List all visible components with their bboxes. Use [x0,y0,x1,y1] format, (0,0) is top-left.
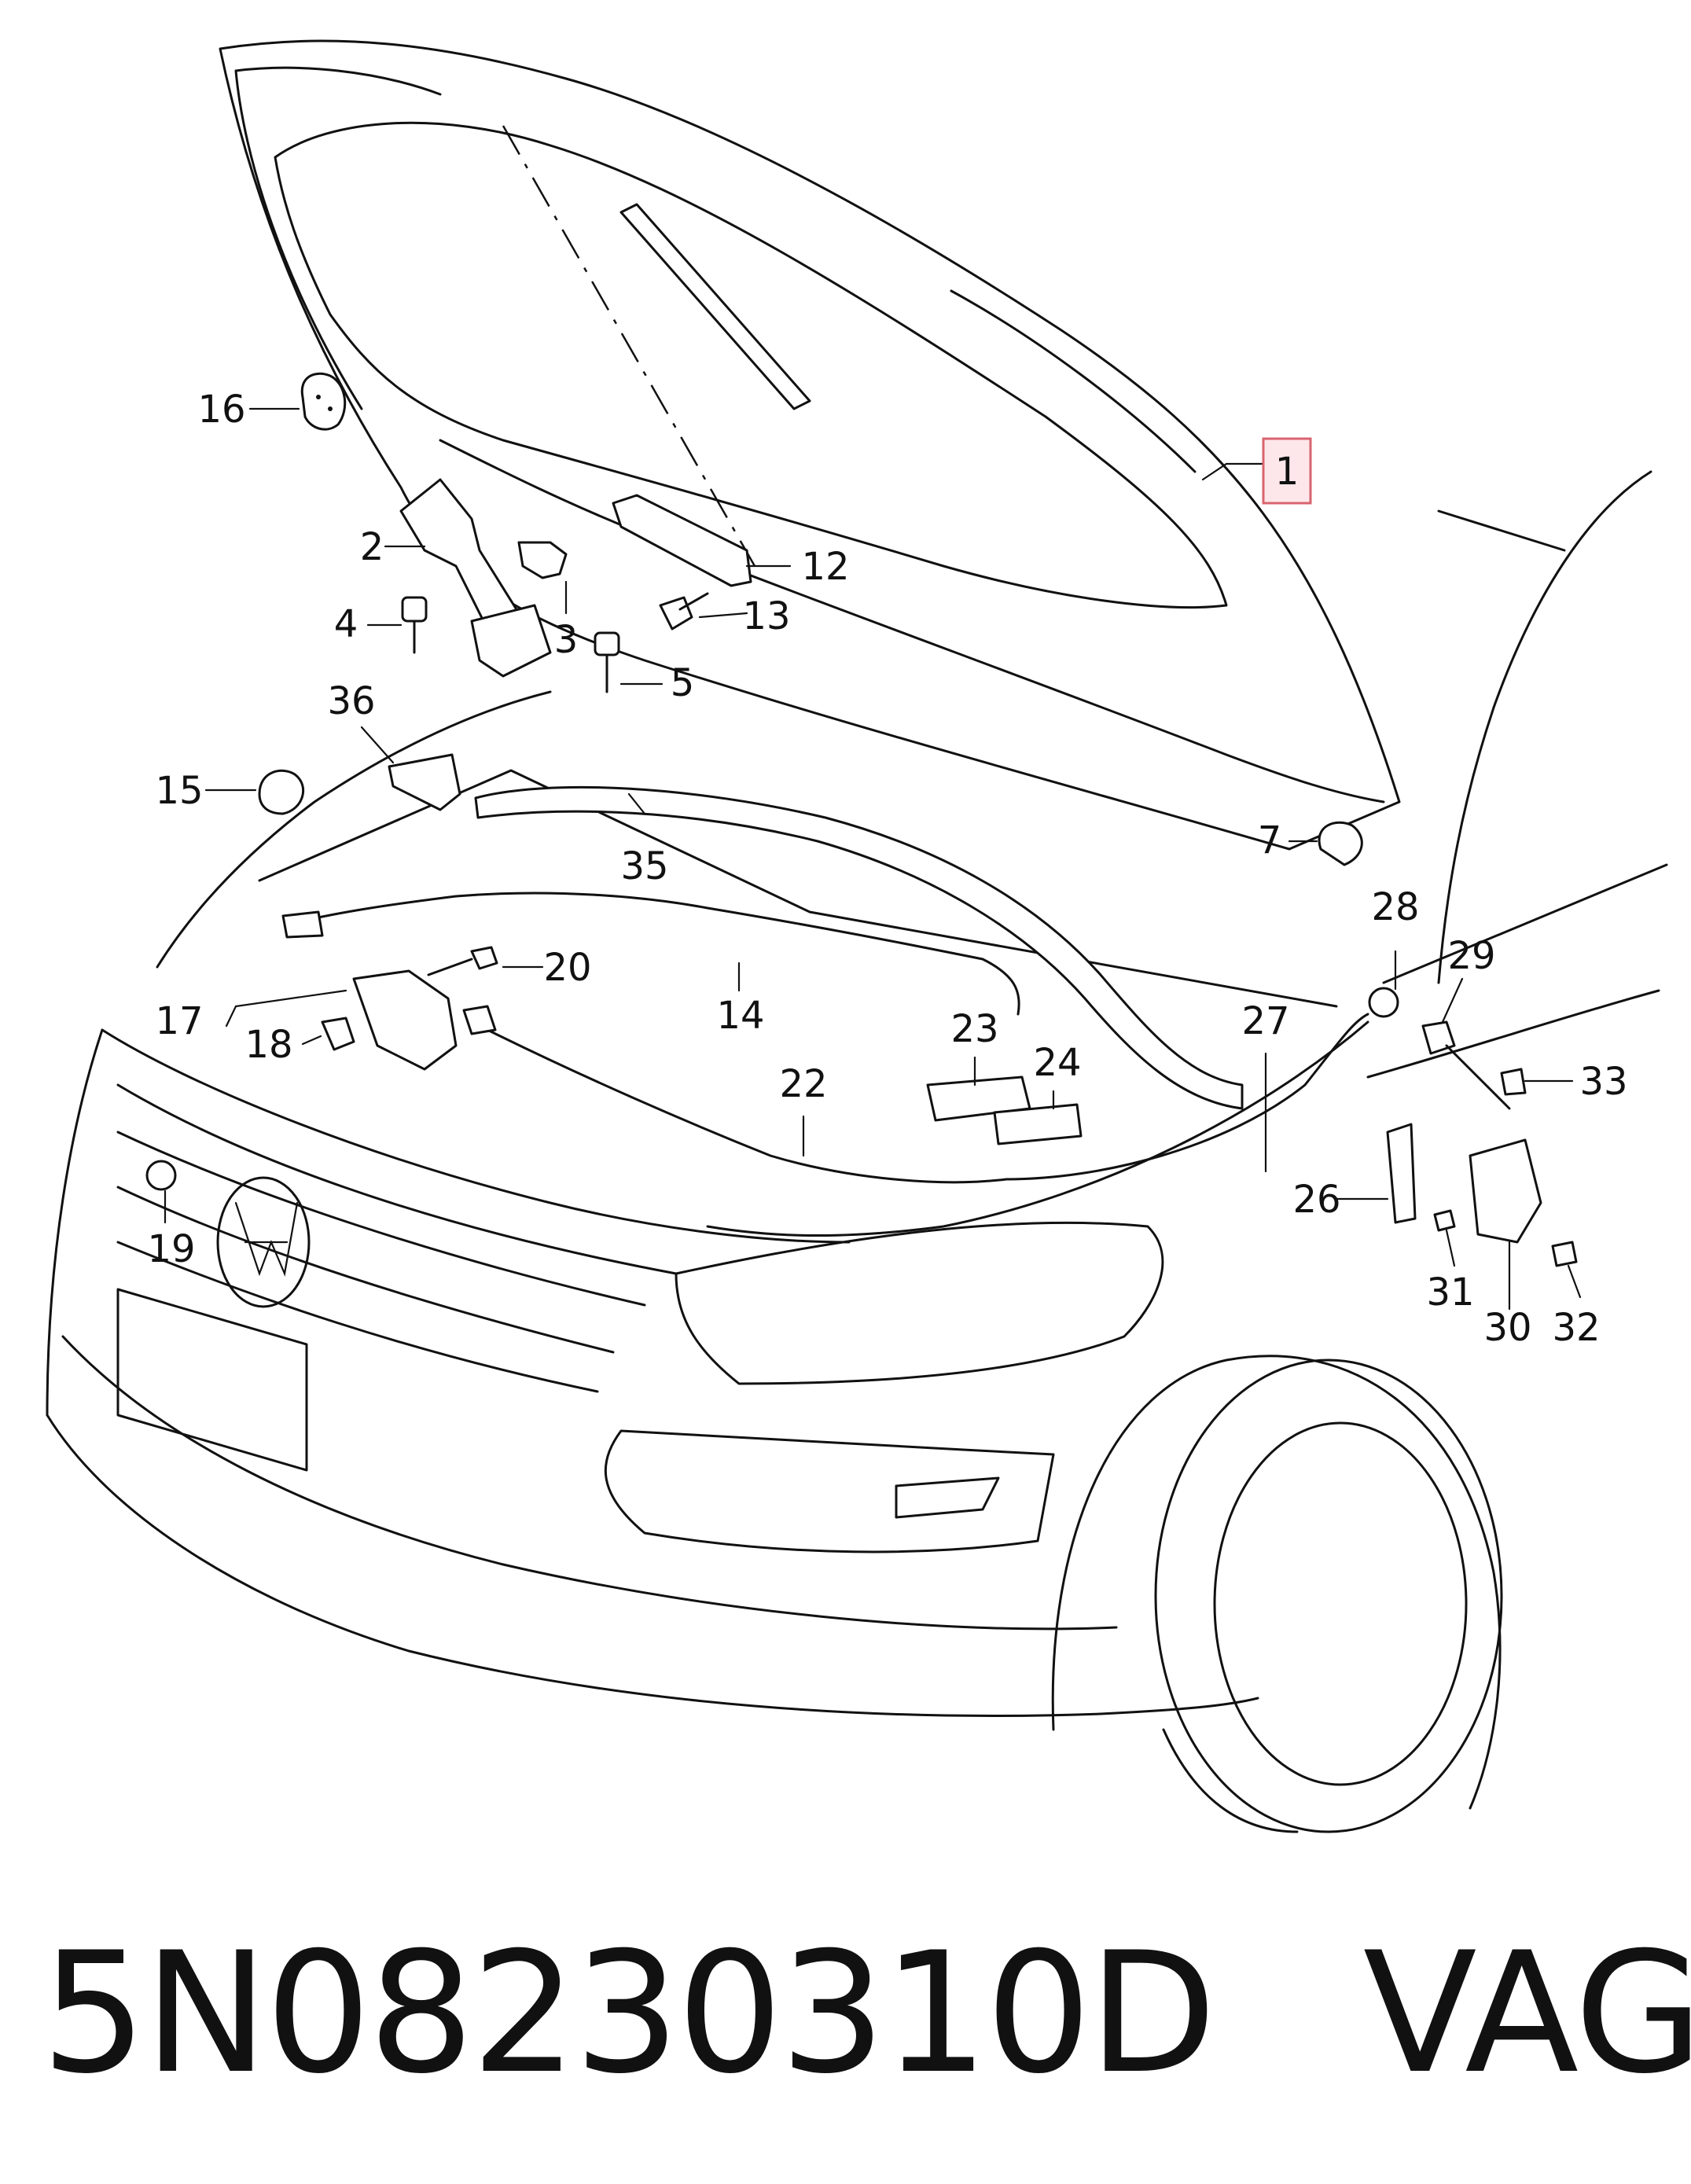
bolt-20 [470,946,498,970]
callout-32[interactable]: 32 [1552,1306,1600,1350]
wheel-arch [1051,1355,1502,1810]
grommet-28 [1368,987,1399,1018]
callout-17[interactable]: 17 [155,999,203,1043]
part-caption: 5N08230310D VAG [41,1915,1691,2110]
callout-1[interactable]: 1 [1275,450,1299,494]
callout-30[interactable]: 30 [1483,1306,1531,1350]
callout-7[interactable]: 7 [1258,818,1282,862]
leader-lines [164,407,1582,1311]
bump-stop-7 [1318,821,1363,866]
front-upper-panel [101,1028,851,1244]
callout-4[interactable]: 4 [334,602,358,646]
callout-2[interactable]: 2 [360,525,384,569]
cable-14-handle [281,910,324,939]
emblem-letters [234,1201,299,1277]
cable-14 [289,892,1020,1016]
bonnet-inner-panel [274,121,1228,609]
callout-26[interactable]: 26 [1292,1178,1340,1222]
switch-18 [321,1017,355,1051]
windscreen-edge [1437,509,1566,552]
exploded-parts-diagram: 1 2 3 4 5 7 12 13 14 15 16 17 18 19 20 2… [46,39,1668,1833]
fog-light [895,1476,1000,1519]
clip-32 [1551,1241,1578,1267]
part-number: 5N08230310D [41,1915,1217,2110]
parts [145,372,1578,1267]
headlight [675,1221,1164,1385]
callout-27[interactable]: 27 [1241,999,1289,1043]
seal-35 [474,785,1244,1110]
release-lever-30 [1469,1138,1542,1244]
licence-plate [116,1288,308,1472]
callout-29[interactable]: 29 [1447,934,1495,978]
callout-5[interactable]: 5 [671,661,695,705]
callout-35[interactable]: 35 [620,844,668,888]
bolt-13 [659,596,693,631]
screw-31 [1433,1209,1456,1232]
cable-22 [470,1020,1008,1184]
bolt-4 [401,596,428,623]
tyre-shoulder [1162,1728,1299,1833]
bumper-lower-line [61,1335,1118,1631]
callout-28[interactable]: 28 [1371,885,1419,929]
tyre-outer [1154,1359,1503,1833]
callout-labels: 1 2 3 4 5 7 12 13 14 15 16 17 18 19 20 2… [147,388,1627,1350]
bolt-19 [145,1160,177,1191]
callout-1-highlight [1262,437,1312,505]
callout-14[interactable]: 14 [716,994,764,1038]
lever-26 [1386,1123,1417,1224]
callout-12[interactable]: 12 [801,545,849,589]
bracket-36 [388,753,461,811]
engine-bay-right [706,1020,1369,1237]
cable-27 [1005,1013,1369,1181]
bolt-20-shank [427,958,473,976]
engine-bay-rear [258,769,1338,1008]
callout-13[interactable]: 13 [742,594,790,638]
latch-17 [352,969,458,1071]
grille-top [116,1083,678,1275]
callout-31[interactable]: 31 [1426,1270,1474,1314]
callout-23[interactable]: 23 [950,1007,998,1051]
tyre-inner [1213,1421,1468,1786]
bolt-3 [517,541,568,579]
a-pillar [1437,470,1652,984]
bonnet-outer [219,39,1401,851]
clip-24 [993,1103,1083,1145]
grille-bar-1 [116,1131,646,1307]
callout-16[interactable]: 16 [197,388,245,432]
bumper-outline [46,1028,1259,1717]
fender-line [1366,989,1660,1079]
bolt-5 [594,631,620,656]
bonnet-frame-left [234,66,442,410]
bonnet-rib-2 [950,289,1197,473]
lower-intake [604,1429,1055,1553]
callout-22[interactable]: 22 [779,1062,827,1106]
callout-18[interactable]: 18 [244,1023,292,1067]
callout-20[interactable]: 20 [543,946,591,990]
cable-22-end [462,1005,497,1035]
cable-29-wire [1445,1044,1511,1110]
hinge-axis-line [502,125,756,567]
clip-33 [1500,1068,1527,1096]
grille-bar-3 [116,1241,599,1393]
callout-3[interactable]: 3 [554,618,579,662]
fender-top [1382,863,1668,984]
callout-33[interactable]: 33 [1579,1060,1627,1104]
brand-name: VAG [1362,1915,1691,2110]
callout-19[interactable]: 19 [147,1227,195,1271]
callout-24[interactable]: 24 [1033,1041,1081,1085]
hinge-mount [470,604,552,678]
bump-stop-16 [300,372,347,431]
pad-15 [258,769,305,815]
bolt-13-shank [678,592,709,611]
grille-bar-2 [116,1186,615,1354]
callout-15[interactable]: 15 [155,769,203,813]
emblem-ring [216,1176,311,1308]
bonnet-rib-1 [619,203,811,410]
engine-bay-left [156,690,552,969]
callout-36[interactable]: 36 [327,679,375,723]
bonnet-front-edge [439,439,1385,803]
striker-12 [612,494,752,587]
